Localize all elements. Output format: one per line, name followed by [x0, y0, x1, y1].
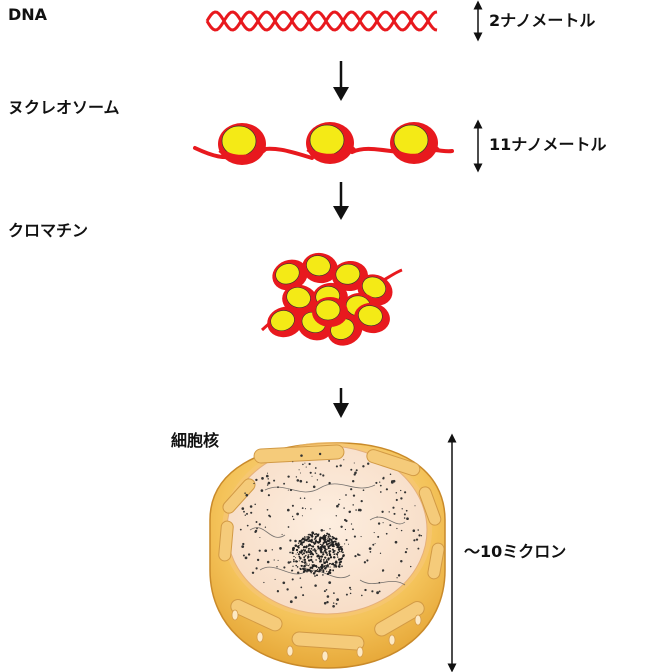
chromatin-nucleosome — [302, 252, 338, 284]
stage-label-chromatin: クロマチン — [8, 221, 88, 240]
dna-size-label: 2ナノメートル — [489, 11, 595, 30]
chromatin-nucleosome — [354, 302, 390, 334]
arrow-dna-to-nucleosome — [333, 61, 349, 101]
nucleosome-string — [193, 122, 454, 165]
nucleus-speckles — [239, 452, 423, 608]
dna-double-helix — [205, 10, 438, 32]
nucleosome-bead — [218, 123, 268, 165]
chromatin-nucleosome — [267, 306, 303, 338]
nucleolus — [291, 531, 345, 577]
chromatin-cluster — [260, 252, 403, 346]
chromatin-nucleosome — [312, 297, 348, 327]
stage-label-nucleus: 細胞核 — [171, 431, 219, 450]
nucleosome-bead — [390, 122, 440, 164]
stage-label-dna: DNA — [8, 5, 48, 24]
dna-strand — [205, 10, 438, 32]
dna-strand — [205, 10, 438, 32]
nucleosome-bead — [306, 122, 356, 164]
chromatin-nucleosome — [282, 284, 318, 316]
chromatin-nucleosome — [272, 259, 308, 291]
stage-label-nucleosome: ヌクレオソーム — [8, 98, 120, 117]
arrow-chromatin-to-nucleus — [333, 388, 349, 418]
cell-nucleus — [209, 442, 446, 669]
arrow-nucleosome-to-chromatin — [333, 182, 349, 220]
nucleosome-size-label: 11ナノメートル — [489, 135, 606, 154]
nucleus-size-label: ～10ミクロン — [464, 542, 566, 561]
